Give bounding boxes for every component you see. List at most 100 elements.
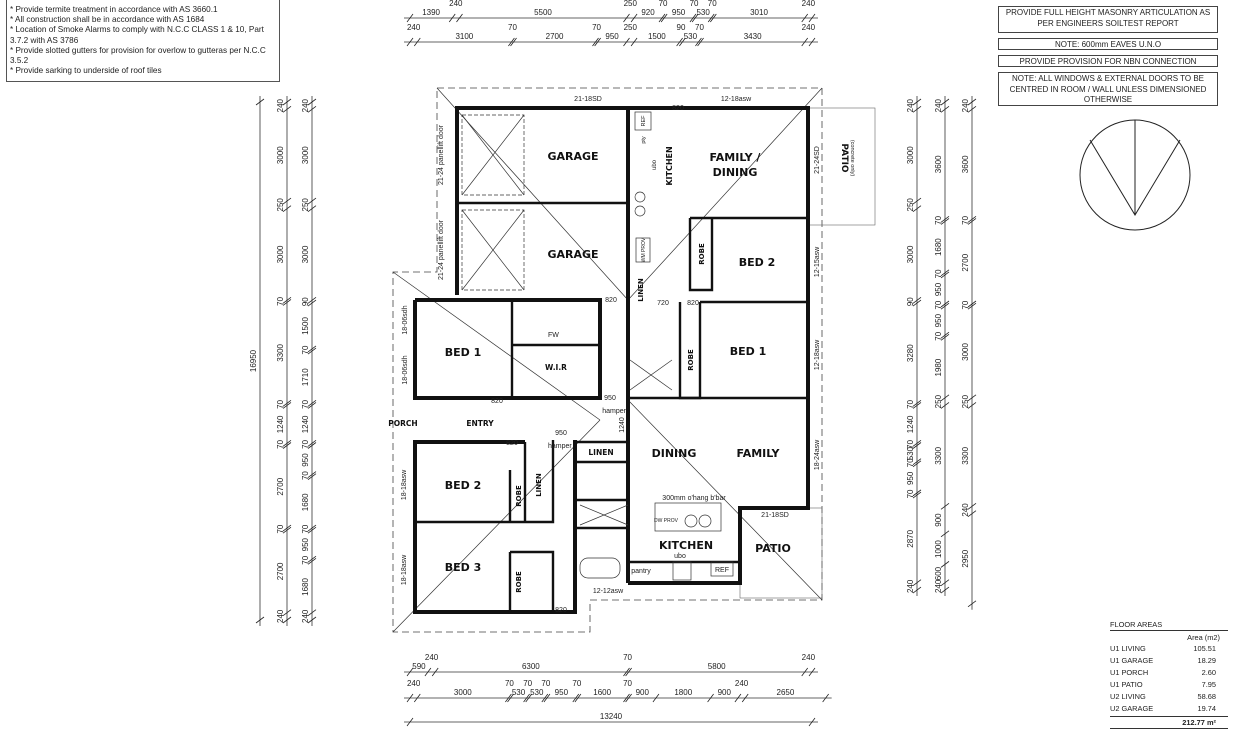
dimension-tick <box>282 106 292 113</box>
dimension-tick <box>523 693 530 703</box>
dimension-tick <box>912 579 922 587</box>
dimension-tick <box>940 333 950 341</box>
dimension-value: 950 <box>934 313 943 327</box>
room-family-dining: DINING <box>713 166 758 179</box>
dimension-tick <box>967 216 977 223</box>
dimension-value: 70 <box>695 23 704 32</box>
dimension-value: 70 <box>276 439 285 448</box>
dimension-value: 70 <box>961 300 970 309</box>
dimension-tick <box>940 98 950 106</box>
dimension-value: 250 <box>961 394 970 408</box>
dimension-tick <box>543 693 551 703</box>
room-kitchen: KITCHEN <box>665 146 674 185</box>
room-wir: W.I.R <box>545 363 567 372</box>
dimension-value: 3280 <box>906 344 915 362</box>
door-size: 820 <box>555 607 567 614</box>
dimension-value: 2700 <box>961 253 970 271</box>
room-patio: PATIO <box>839 143 849 173</box>
dimension-tick <box>967 218 977 225</box>
dimension-tick <box>623 693 630 703</box>
dimension-tick <box>808 37 816 47</box>
area-header: Area (m2) <box>1187 633 1220 642</box>
dimension-tick <box>940 216 950 223</box>
dimension-tick <box>307 442 317 449</box>
note-articulation: PROVIDE FULL HEIGHT MASONRY ARTICULATION… <box>998 6 1218 33</box>
dimension-value: 950 <box>301 453 310 467</box>
dimension-value: 70 <box>592 23 601 32</box>
room-linen: LINEN <box>637 278 645 302</box>
patio-note: (concrete only) <box>849 140 855 177</box>
area-value: 2.60 <box>1201 668 1216 677</box>
area-label: U1 PORCH <box>1110 668 1149 677</box>
dimension-tick <box>307 616 317 624</box>
floor-waste-label: FW <box>548 332 559 339</box>
dimension-value: 70 <box>659 0 668 8</box>
dimension-tick <box>940 394 950 402</box>
room-dining: DINING <box>652 447 697 460</box>
dimension-value: 5500 <box>534 8 552 17</box>
door-label: 21-24SD <box>814 146 821 174</box>
dimension-tick <box>707 13 715 23</box>
dimension-tick <box>940 530 950 538</box>
window-label: 21-18SD <box>574 96 602 103</box>
door-size: 720 <box>657 300 669 307</box>
note-windows: NOTE: ALL WINDOWS & EXTERNAL DOORS TO BE… <box>998 72 1218 106</box>
dimension-tick <box>413 693 421 703</box>
dimension-value: 240 <box>934 98 943 112</box>
dimension-tick <box>967 600 977 608</box>
dimension-value: 70 <box>906 458 915 467</box>
dimension-value: 530 <box>906 446 915 460</box>
dimension-value: 240 <box>961 98 970 112</box>
dimension-value: 1000 <box>934 540 943 558</box>
note: * Provide sarking to underside of roof t… <box>10 66 162 76</box>
dimension-tick <box>307 440 317 447</box>
dimension-tick <box>912 460 922 468</box>
dimension-tick <box>623 13 630 23</box>
dimension-tick <box>625 693 632 703</box>
garage-door-label: 21-24 panellift door <box>438 124 445 185</box>
dimension-value: 70 <box>623 653 632 662</box>
room-bed-1: BED 1 <box>445 346 482 359</box>
dimension-value: 70 <box>690 0 699 8</box>
fridge-label: REF <box>715 567 729 574</box>
dimension-value: 90 <box>301 297 310 306</box>
note-nbn: PROVIDE PROVISION FOR NBN CONNECTION <box>998 55 1218 67</box>
breakfast-bar-label: 300mm o'hang b'bar <box>662 495 726 502</box>
opening-size: 1240 <box>619 417 626 433</box>
dimension-tick <box>282 442 292 449</box>
dimension-tick <box>255 98 265 106</box>
pantry-label: pantry <box>631 568 651 575</box>
dimension-value: 530 <box>530 688 544 697</box>
dimension-tick <box>679 37 686 47</box>
room-robe: ROBE <box>687 349 695 371</box>
dimension-tick <box>307 106 317 113</box>
door-size: 820 <box>605 297 617 304</box>
dimension-value: 250 <box>624 0 638 8</box>
dimension-value: 920 <box>641 8 655 17</box>
dimension-tick <box>808 717 816 727</box>
dimension-value: 240 <box>301 98 310 112</box>
dimension-value: 1980 <box>934 358 943 376</box>
area-label: U1 LIVING <box>1110 644 1146 653</box>
dimension-value: 3000 <box>301 146 310 164</box>
dimension-value: 1500 <box>648 32 666 41</box>
dimension-value: 250 <box>906 198 915 212</box>
door-size: 820 <box>687 300 699 307</box>
dimension-value: 240 <box>802 0 816 8</box>
window-label: 12-15asw <box>814 246 821 277</box>
dimension-tick <box>912 400 922 407</box>
dimension-tick <box>808 667 816 677</box>
dimension-value: 3000 <box>961 343 970 361</box>
dimension-tick <box>801 667 809 677</box>
dimension-value: 70 <box>301 439 310 448</box>
dimension-tick <box>912 442 922 449</box>
dimension-value: 3000 <box>276 146 285 164</box>
fixtures: REF pty ubo WM PROV FW hamper hamper 300… <box>548 111 734 581</box>
dimension-tick <box>406 667 414 677</box>
room-linen: LINEN <box>535 473 543 497</box>
dimension-tick <box>448 13 456 23</box>
dimension-value: 70 <box>301 345 310 354</box>
